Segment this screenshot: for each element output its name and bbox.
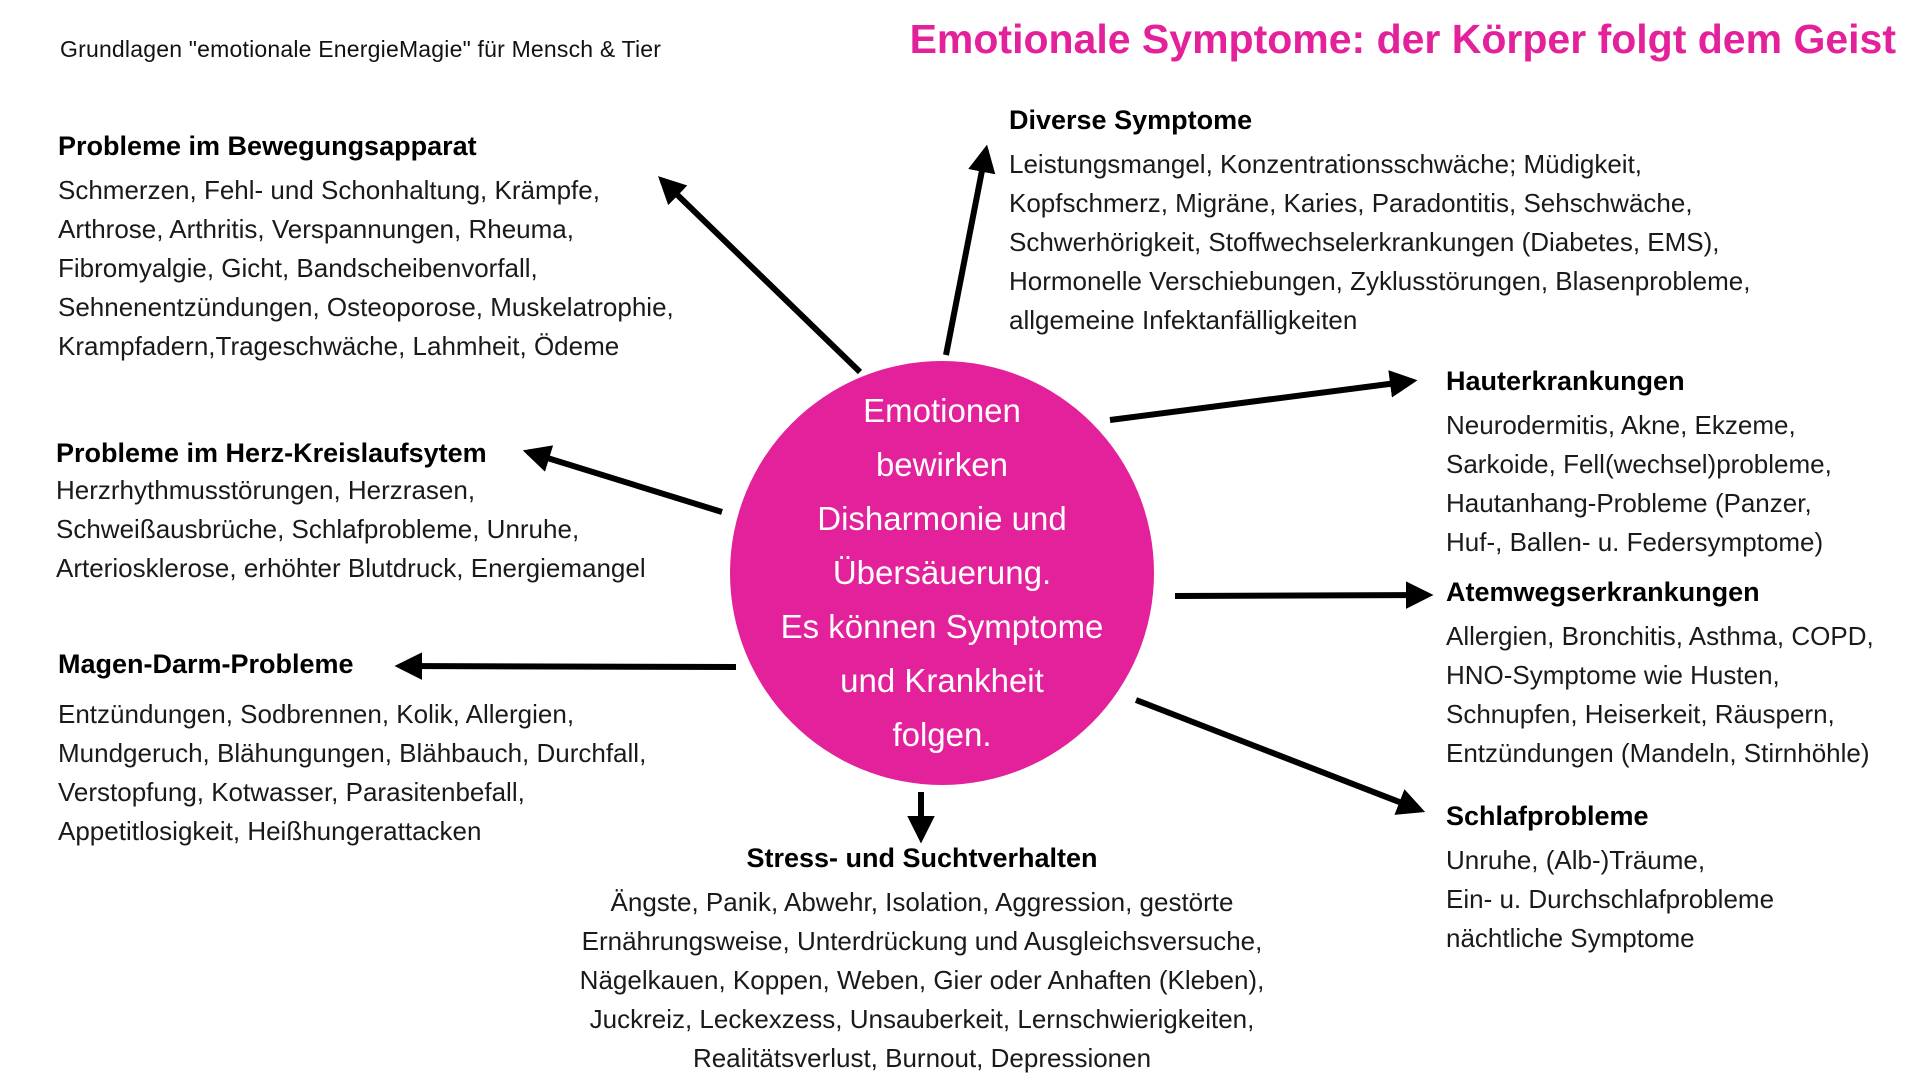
section-heading-bewegungsapparat: Probleme im Bewegungsapparat (58, 131, 477, 161)
section-body-diverse-symptome: Leistungsmangel, Konzentrationsschwäche;… (1009, 149, 1751, 335)
section-stress-sucht: Stress- und Suchtverhalten Ängste, Panik… (512, 843, 1332, 1078)
section-diverse-symptome: Diverse Symptome Leistungsmangel, Konzen… (1009, 105, 1899, 340)
section-heading-atemwegserkrankungen: Atemwegserkrankungen (1446, 577, 1760, 607)
arrow-to-atemwegserkrankungen (1174, 581, 1434, 609)
section-heading-diverse-symptome: Diverse Symptome (1009, 105, 1253, 135)
arrow-to-schlafprobleme (1134, 697, 1426, 815)
page-subtitle: Grundlagen "emotionale EnergieMagie" für… (60, 36, 662, 62)
section-heading-stress-sucht: Stress- und Suchtverhalten (746, 843, 1098, 873)
section-heading-magen-darm: Magen-Darm-Probleme (58, 649, 354, 679)
section-heading-hauterkrankungen: Hauterkrankungen (1446, 366, 1685, 396)
section-heading-herz-kreislauf: Probleme im Herz-Kreislaufsytem (56, 438, 487, 468)
arrow-to-diverse-symptome (943, 144, 996, 356)
section-magen-darm: Magen-Darm-Probleme Entzündungen, Sodbre… (58, 649, 748, 851)
section-bewegungsapparat: Probleme im Bewegungsapparat Schmerzen, … (58, 131, 798, 366)
arrow-to-hauterkrankungen (1109, 370, 1418, 423)
section-herz-kreislauf: Probleme im Herz-Kreislaufsytem Herzrhyt… (56, 438, 746, 588)
section-schlafprobleme: Schlafprobleme Unruhe, (Alb-)Träume, Ein… (1446, 801, 1896, 958)
section-body-atemwegserkrankungen: Allergien, Bronchitis, Asthma, COPD, HNO… (1446, 621, 1874, 768)
section-atemwegserkrankungen: Atemwegserkrankungen Allergien, Bronchit… (1446, 577, 1916, 773)
section-heading-schlafprobleme: Schlafprobleme (1446, 801, 1649, 831)
central-node-text: Emotionen bewirken Disharmonie und Übers… (780, 392, 1104, 753)
section-body-hauterkrankungen: Neurodermitis, Akne, Ekzeme, Sarkoide, F… (1446, 410, 1832, 557)
section-hauterkrankungen: Hauterkrankungen Neurodermitis, Akne, Ek… (1446, 366, 1906, 562)
section-body-magen-darm: Entzündungen, Sodbrennen, Kolik, Allergi… (58, 699, 647, 846)
section-body-stress-sucht: Ängste, Panik, Abwehr, Isolation, Aggres… (579, 887, 1265, 1073)
section-body-schlafprobleme: Unruhe, (Alb-)Träume, Ein- u. Durchschla… (1446, 845, 1775, 953)
section-body-herz-kreislauf: Herzrhythmusstörungen, Herzrasen, Schwei… (56, 475, 646, 583)
central-node: Emotionen bewirken Disharmonie und Übers… (730, 361, 1154, 785)
page-title: Emotionale Symptome: der Körper folgt de… (909, 16, 1896, 62)
section-body-bewegungsapparat: Schmerzen, Fehl- und Schonhaltung, Krämp… (58, 175, 674, 361)
